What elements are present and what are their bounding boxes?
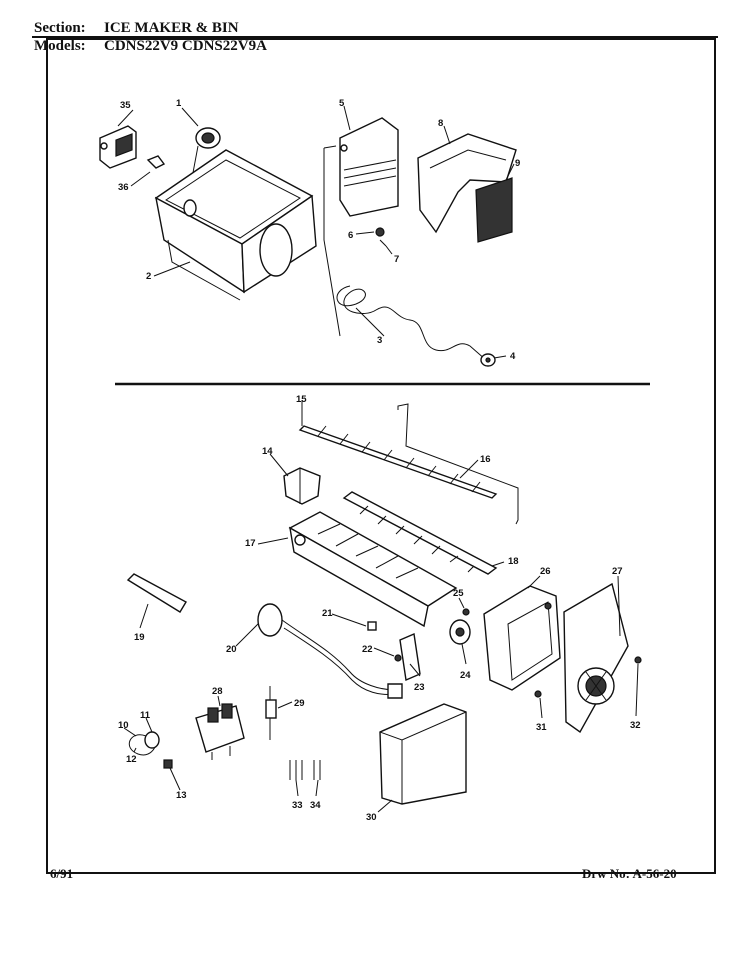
callout-8: 8 (438, 118, 443, 129)
callout-31: 31 (536, 722, 547, 733)
footer-date: 6/91 (50, 866, 74, 881)
callout-23: 23 (414, 682, 425, 693)
part-20-thermostat-harness (257, 603, 403, 699)
callout-labels: 1 2 3 4 5 6 7 8 9 10 11 12 13 14 15 16 1… (118, 98, 641, 823)
callout-16: 16 (480, 454, 491, 465)
callout-7: 7 (394, 254, 399, 265)
callout-leaders (117, 105, 639, 813)
part-10-11-inlet-tube (128, 731, 160, 756)
part-26-control-housing (483, 585, 561, 691)
part-31-screw (534, 690, 542, 698)
part-7-screw (379, 239, 387, 247)
callout-17: 17 (245, 538, 256, 549)
callout-32: 32 (630, 720, 641, 731)
part-14-bracket (283, 467, 321, 505)
header-rule (32, 36, 718, 38)
callout-15: 15 (296, 394, 307, 405)
callout-9: 9 (515, 158, 520, 169)
part-4-grommet (480, 353, 496, 367)
callout-6: 6 (348, 230, 353, 241)
callout-25: 25 (453, 588, 464, 599)
callout-33: 33 (292, 800, 303, 811)
callout-3: 3 (377, 335, 382, 346)
callout-11: 11 (140, 710, 151, 721)
callout-24: 24 (460, 670, 471, 681)
models-value: CDNS22V9 CDNS22V9A (104, 38, 267, 54)
part-22-screw (394, 654, 402, 662)
part-8-door-frame (417, 133, 517, 234)
part-13-nut (163, 759, 173, 769)
callout-30: 30 (366, 812, 377, 823)
part-15-ejector-blade (298, 425, 498, 499)
callout-14: 14 (262, 446, 273, 457)
callout-20: 20 (226, 644, 237, 655)
callout-5: 5 (339, 98, 345, 109)
part-16-shut-off-arm (397, 403, 519, 525)
part-25-screw (462, 608, 470, 616)
part-17-ice-mold (288, 511, 458, 628)
diagram-frame (46, 38, 716, 874)
part-18-stripper (342, 491, 498, 575)
callout-10: 10 (118, 720, 129, 731)
section-label: Section: (34, 20, 86, 36)
callout-28: 28 (212, 686, 223, 697)
part-36-clip (146, 155, 166, 169)
callout-13: 13 (176, 790, 187, 801)
part-21-clip (367, 621, 377, 631)
callout-35: 35 (120, 100, 131, 111)
callout-18: 18 (508, 556, 519, 567)
part-6-nut (375, 227, 385, 237)
section-heading: Section: ICE MAKER & BIN (34, 20, 239, 37)
callout-12: 12 (126, 754, 137, 765)
callout-36: 36 (118, 182, 129, 193)
part-29-fitting (265, 686, 277, 740)
callout-19: 19 (134, 632, 145, 643)
part-28-water-valve (195, 703, 245, 760)
section-value: ICE MAKER & BIN (104, 20, 239, 36)
part-24-motor (449, 619, 471, 645)
part-1-auger-coupling (185, 127, 221, 211)
callout-2: 2 (146, 271, 151, 282)
part-2-ice-bin (154, 149, 317, 301)
footer-drawing-number: Drw No: A-56-20 (582, 866, 677, 881)
callout-27: 27 (612, 566, 623, 577)
part-30-ice-mold-cover (379, 703, 467, 805)
callout-1: 1 (176, 98, 182, 109)
part-3-heater-wire (336, 285, 487, 361)
callout-34: 34 (310, 800, 321, 811)
part-33-34-screws (289, 760, 321, 780)
part-19-fill-cup (126, 573, 187, 613)
part-35-ice-bin-motor (99, 125, 137, 169)
callout-22: 22 (362, 644, 373, 655)
part-23-mount-plate (399, 632, 421, 682)
part-9-door-flap (475, 177, 513, 243)
callout-21: 21 (322, 608, 333, 619)
callout-26: 26 (540, 566, 551, 577)
callout-29: 29 (294, 698, 305, 709)
part-32-screw (634, 656, 642, 664)
part-5-ice-chute (323, 117, 399, 337)
part-27-module-plate (563, 582, 629, 734)
callout-4: 4 (510, 351, 516, 362)
